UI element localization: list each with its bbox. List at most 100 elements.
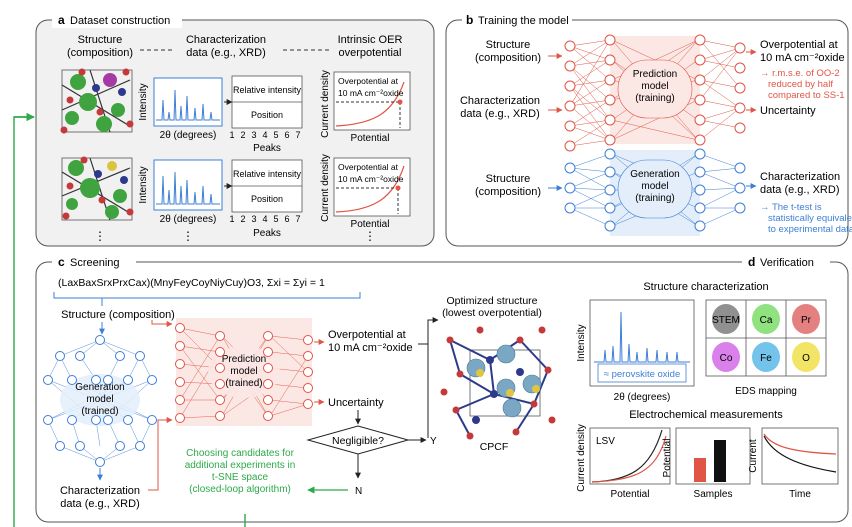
a-tick: 3 <box>251 214 256 224</box>
a-col2-line1: Characterization <box>186 34 266 46</box>
crystal-structure-2 <box>61 156 134 221</box>
c-overpotential-line2: 10 mA cm⁻²oxide <box>328 342 413 354</box>
c-char-data-line1: Characterization <box>60 485 140 497</box>
b-in1-line2: (composition) <box>475 52 541 64</box>
c-candidates-line1: Choosing candidates for <box>186 448 295 459</box>
panel-d-letter: d <box>748 255 755 269</box>
c-candidates-line2: additional experiments in <box>185 460 296 471</box>
b-out1-line1: Overpotential at <box>760 39 838 51</box>
a-xrd-ylabel-1: Intensity <box>138 83 149 120</box>
xrd-plot-1: Intensity 2θ (degrees) <box>138 77 223 141</box>
a-position-1: Position <box>251 110 283 120</box>
c-gen-model-line2: model <box>86 394 113 405</box>
a-cd-ylabel-1: Current density <box>320 70 331 138</box>
b-in2-line2: data (e.g., XRD) <box>460 108 539 120</box>
b-gen-model-line1: Generation <box>630 169 679 180</box>
b-note-red-line3: compared to SS-1 <box>768 90 845 101</box>
b-pred-model-line1: Prediction <box>633 69 677 80</box>
d-potential-x: Potential <box>611 489 650 500</box>
b-out2: Uncertainty <box>760 105 816 117</box>
closed-loop-arrows <box>13 112 246 527</box>
a-tick: 1 <box>229 214 234 224</box>
eds-cell-label: Co <box>720 353 733 364</box>
b-gen-model-line2: model <box>641 181 668 192</box>
a-tick: 7 <box>295 214 300 224</box>
peak-table-1: Relative intensity Position 1 2 3 4 5 6 … <box>224 75 303 154</box>
c-pred-model-line2: model <box>230 366 257 377</box>
b-gen-model-line3: (training) <box>635 193 674 204</box>
b-out3-line2: data (e.g., XRD) <box>760 184 839 196</box>
c-optimized-line1: Optimized structure <box>446 295 537 307</box>
d-samples: Samples <box>694 489 733 500</box>
d-structure-char: Structure characterization <box>643 281 768 293</box>
a-potential-label-1: Potential <box>351 133 390 144</box>
xrd-plot-2: Intensity 2θ (degrees) <box>138 159 223 225</box>
c-overpotential-line1: Overpotential at <box>328 329 406 341</box>
eds-cell-pr <box>792 304 820 334</box>
b-note-blue-line1: → The t-test is <box>760 202 822 213</box>
d-potential-y: Potential <box>662 439 673 478</box>
a-potential-label-2: Potential <box>351 219 390 230</box>
a-ellipsis-2: ⋮ <box>182 229 194 243</box>
overpotential-plot-2: Overpotential at 10 mA cm⁻²oxide Current… <box>320 154 411 230</box>
a-xrd-xlabel-1: 2θ (degrees) <box>160 130 217 141</box>
b-pred-model-line3: (training) <box>635 93 674 104</box>
c-no: N <box>355 486 362 497</box>
panel-c: (LaxBaxSrxPrxCax)(MnyFeyCoyNiyCuy)O3, Σx… <box>43 277 556 510</box>
c-optimized-line2: (lowest overpotential) <box>442 307 542 319</box>
d-bar-black <box>714 440 726 482</box>
a-tick: 7 <box>295 130 300 140</box>
c-gen-model-line3: (trained) <box>81 406 118 417</box>
a-overpotential-value-2: 10 mA cm⁻²oxide <box>338 174 404 184</box>
a-tick: 2 <box>240 214 245 224</box>
a-col2-line2: data (e.g., XRD) <box>186 47 265 59</box>
a-ellipsis-3: ⋮ <box>364 229 376 243</box>
b-red-nodes <box>564 34 746 152</box>
c-prediction-network: Prediction model (trained) <box>175 318 313 426</box>
b-blue-nodes <box>564 148 746 232</box>
eds-cell-stem <box>712 304 740 334</box>
panel-b-letter: b <box>466 13 473 27</box>
d-current-density: Current density <box>576 424 587 492</box>
a-col1-line1: Structure <box>78 34 123 46</box>
c-generation-network: Generation model (trained) <box>43 335 157 467</box>
a-overpotential-value-1: 10 mA cm⁻²oxide <box>338 88 404 98</box>
d-time: Time <box>789 489 811 500</box>
d-current: Current <box>748 439 759 473</box>
a-tick: 6 <box>284 130 289 140</box>
panel-c-letter: c <box>58 255 65 269</box>
d-two-theta: 2θ (degrees) <box>614 392 671 403</box>
b-note-blue-line2: statistically equivalent <box>768 213 852 224</box>
cpcf-structure <box>440 326 556 440</box>
c-candidates-line3: t-SNE space <box>212 472 269 483</box>
a-overpotential-at-2: Overpotential at <box>338 162 399 172</box>
d-perovskite: ≈ perovskite oxide <box>604 369 681 380</box>
c-uncertainty: Uncertainty <box>328 397 384 409</box>
crystal-structure-1 <box>60 68 134 134</box>
eds-cell-ca <box>752 304 780 334</box>
b-prediction-network <box>569 39 741 147</box>
eds-cell-o <box>792 342 820 372</box>
b-note-red-line1: → r.m.s.e. of OO-2 <box>760 68 840 79</box>
d-eds-mapping: EDS mapping <box>735 386 797 397</box>
a-tick: 3 <box>251 130 256 140</box>
a-tick: 1 <box>229 130 234 140</box>
a-tick: 4 <box>262 214 267 224</box>
b-note-red-line2: reduced by half <box>768 79 833 90</box>
eds-cell-label: Pr <box>801 315 812 326</box>
d-current-time-plot: Current Time <box>748 427 839 500</box>
a-overpotential-at-1: Overpotential at <box>338 76 399 86</box>
b-in2-line1: Characterization <box>460 95 540 107</box>
a-col1-line2: (composition) <box>67 47 133 59</box>
b-out3-line1: Characterization <box>760 171 840 183</box>
a-peaks-label-2: Peaks <box>253 228 281 239</box>
panel-b: b Training the model Structure (composit… <box>445 12 852 247</box>
peak-table-2: Relative intensity Position 1 2 3 4 5 6 … <box>224 159 303 239</box>
b-pred-model-line2: model <box>641 81 668 92</box>
c-cpcf-label: CPCF <box>480 441 509 453</box>
c-yes: Y <box>430 436 437 447</box>
eds-cell-label: O <box>802 353 810 364</box>
c-pred-model-line1: Prediction <box>222 354 266 365</box>
a-col3-line1: Intrinsic OER <box>338 34 403 46</box>
